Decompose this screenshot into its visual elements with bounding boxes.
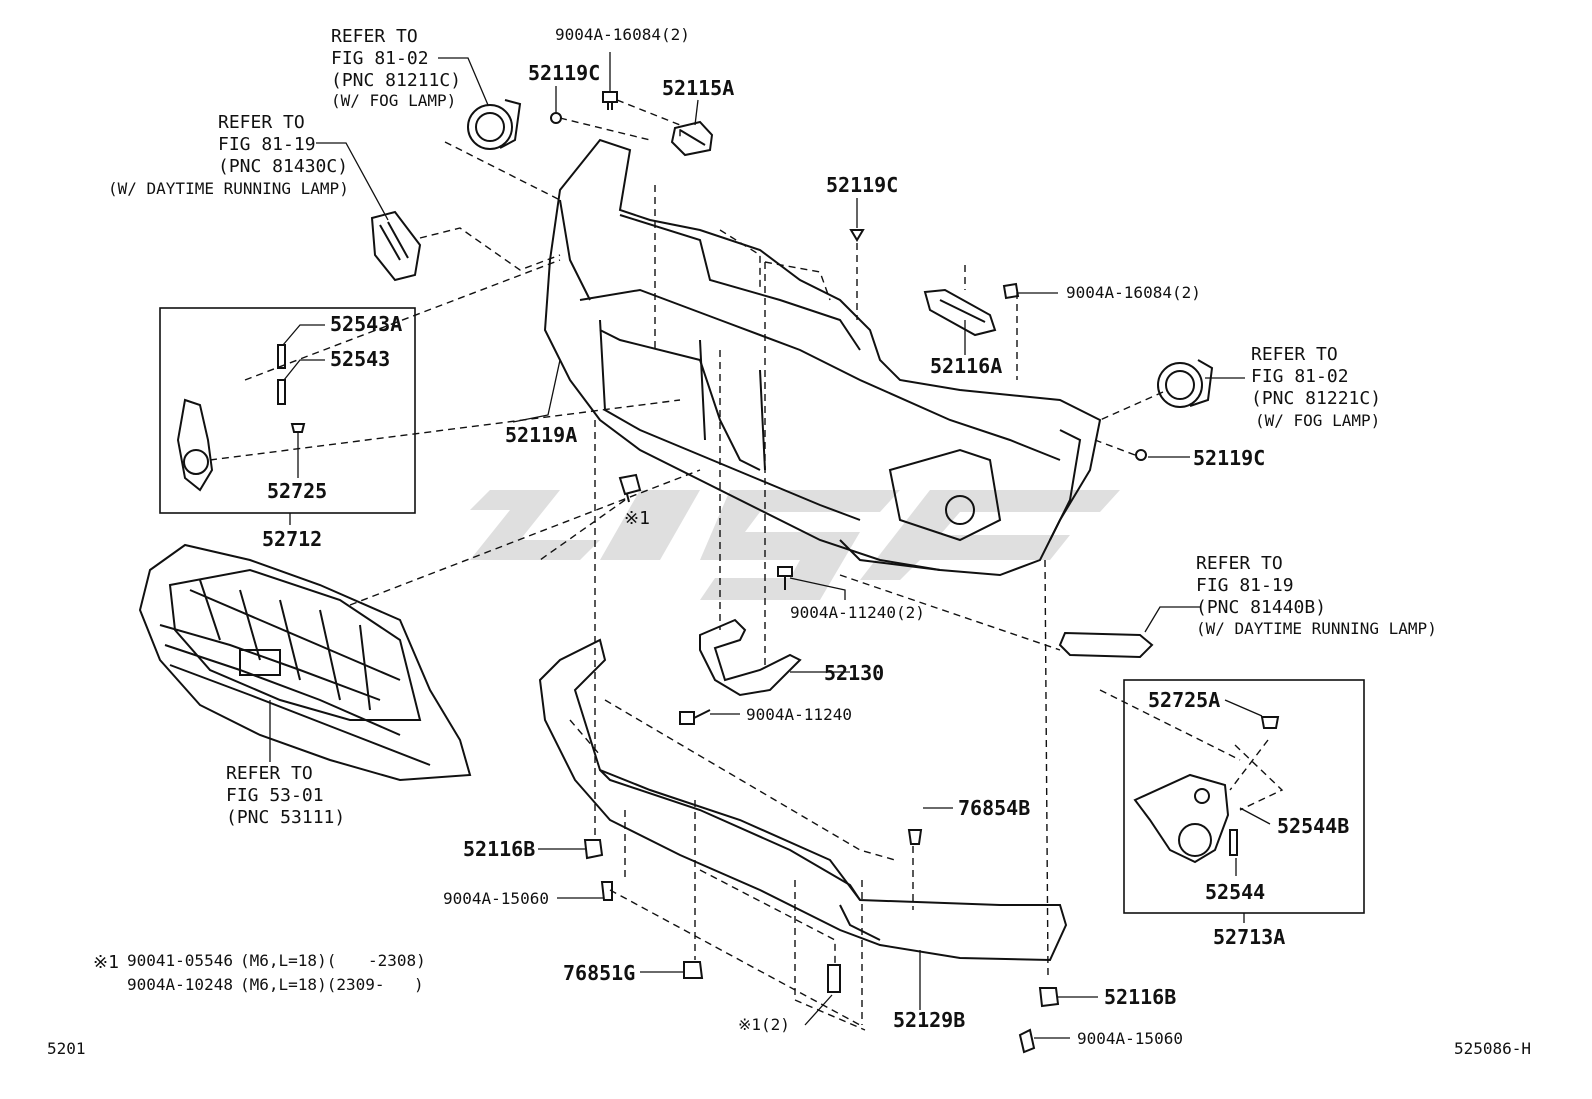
label-52116a: 52116A [930, 354, 1002, 378]
label-52713a: 52713A [1213, 925, 1285, 949]
ref-grille-line2: FIG 53-01 [226, 785, 324, 806]
fog-cover-left [176, 344, 306, 492]
radiator-grille [138, 543, 472, 782]
ref-fog-left-line2: FIG 81-02 [331, 48, 429, 69]
label-9004a-11240: 9004A-11240 [746, 705, 852, 724]
fog-lamp-left [467, 99, 522, 150]
label-9004a-16084-top: 9004A-16084(2) [555, 25, 690, 44]
ref-fog-right-line2: FIG 81-02 [1251, 366, 1349, 387]
ref-fog-left-line4: (W/ FOG LAMP) [331, 91, 456, 110]
ref-drl-left-line4: (W/ DAYTIME RUNNING LAMP) [108, 179, 349, 198]
ref-fog-left-line1: REFER TO [331, 26, 418, 47]
footnote-line2-spec: (M6,L=18)(2309- [240, 975, 385, 994]
footnote-line1-spec: (M6,L=18)( [240, 951, 336, 970]
ref-drl-right-line4: (W/ DAYTIME RUNNING LAMP) [1196, 619, 1437, 638]
ref-drl-right-line3: (PNC 81440B) [1196, 597, 1326, 618]
label-76851g: 76851G [563, 961, 635, 985]
drl-lamp-right [1058, 631, 1154, 659]
drl-lamp-left [370, 210, 422, 282]
bracket-52115a [670, 120, 714, 157]
page-code-right: 525086-H [1454, 1039, 1531, 1058]
footnote-line2-close: ) [414, 975, 424, 994]
leader-lines [269, 52, 1271, 1039]
label-note1-2: ※1(2) [738, 1015, 790, 1034]
label-52543a: 52543A [330, 312, 402, 336]
label-52119c-right: 52119C [1193, 446, 1265, 470]
bracket-52130 [699, 618, 802, 697]
ref-fog-left-line3: (PNC 81211C) [331, 70, 461, 91]
ref-drl-left-line2: FIG 81-19 [218, 134, 316, 155]
label-52116b-right: 52116B [1104, 985, 1176, 1009]
label-52712: 52712 [262, 527, 322, 551]
label-9004a-11240-2: 9004A-11240(2) [790, 603, 925, 622]
label-52725a: 52725A [1148, 688, 1220, 712]
page-code-left: 5201 [47, 1039, 86, 1058]
footnote-line2-part: 9004A-10248 [127, 975, 233, 994]
fog-cover-right [1133, 773, 1238, 864]
ref-drl-right-line2: FIG 81-19 [1196, 575, 1294, 596]
label-52544: 52544 [1205, 880, 1265, 904]
label-52130: 52130 [824, 661, 884, 685]
label-52115a: 52115A [662, 76, 734, 100]
inset-box-52713a [1123, 679, 1365, 914]
label-note1: ※1 [624, 508, 650, 529]
label-52119c-top: 52119C [528, 61, 600, 85]
label-52725: 52725 [267, 479, 327, 503]
ref-fog-right-line1: REFER TO [1251, 344, 1338, 365]
lower-spoiler-52129b [538, 638, 1068, 962]
fasteners [550, 91, 1280, 1054]
ref-grille-line1: REFER TO [226, 763, 313, 784]
ref-grille-line3: (PNC 53111) [226, 807, 345, 828]
assembly-dashed-lines [209, 99, 1284, 1031]
label-52119a: 52119A [505, 423, 577, 447]
label-9004a-15060-left: 9004A-15060 [443, 889, 549, 908]
footnote-line1-part: 90041-05546 [127, 951, 233, 970]
label-52116b-left: 52116B [463, 837, 535, 861]
ref-drl-right-line1: REFER TO [1196, 553, 1283, 574]
ref-fog-right-line4: (W/ FOG LAMP) [1255, 411, 1380, 430]
inset-box-52712 [159, 307, 416, 514]
footnote-mark: ※1 [93, 952, 119, 973]
label-52129b: 52129B [893, 1008, 965, 1032]
ref-fog-right-line3: (PNC 81221C) [1251, 388, 1381, 409]
label-52543: 52543 [330, 347, 390, 371]
label-52544b: 52544B [1277, 814, 1349, 838]
label-9004a-16084-right: 9004A-16084(2) [1066, 283, 1201, 302]
bracket-52116a [923, 288, 997, 337]
watermark-logo [470, 490, 1120, 600]
label-52119c-mid: 52119C [826, 173, 898, 197]
footnote-line1-range: -2308) [368, 951, 426, 970]
ref-drl-left-line3: (PNC 81430C) [218, 156, 348, 177]
fog-lamp-right [1157, 359, 1214, 408]
label-76854b: 76854B [958, 796, 1030, 820]
ref-drl-left-line1: REFER TO [218, 112, 305, 133]
label-9004a-15060-right: 9004A-15060 [1077, 1029, 1183, 1048]
